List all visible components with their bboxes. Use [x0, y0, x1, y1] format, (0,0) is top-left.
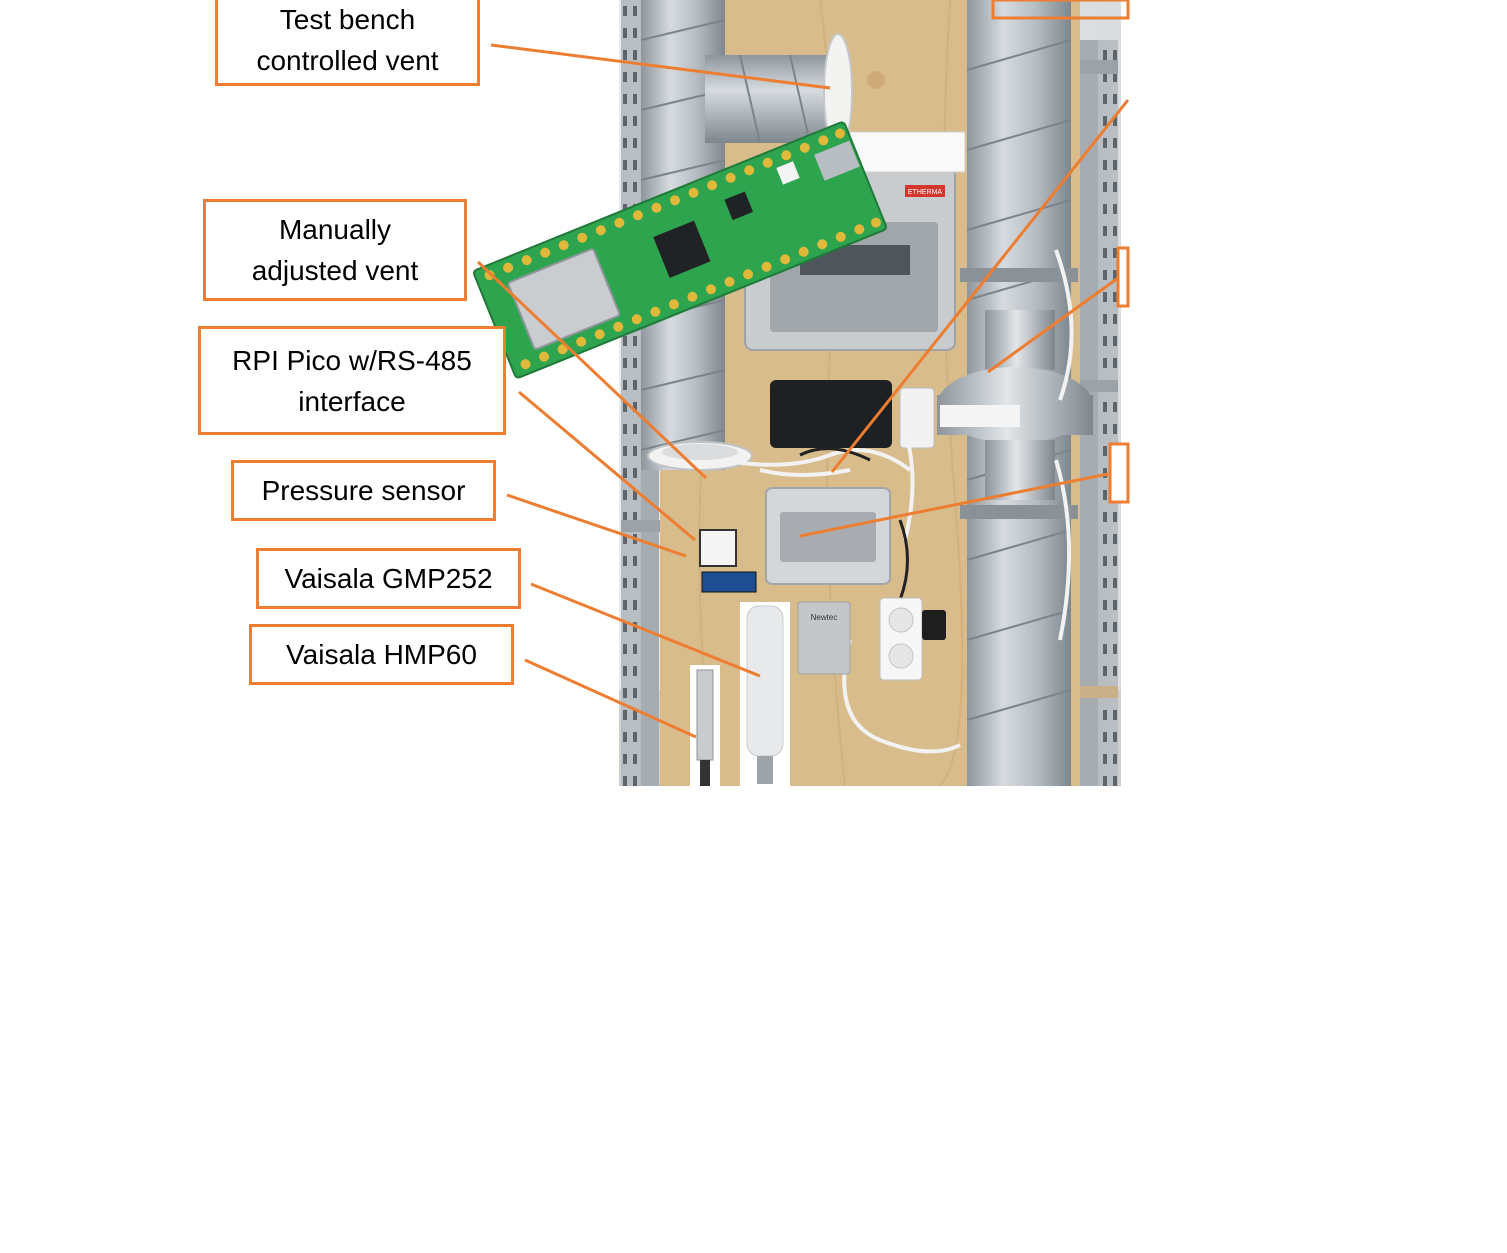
callout-line-right-lower — [799, 472, 1109, 538]
callout-line-right-upper — [987, 276, 1119, 374]
duct-clamp — [960, 505, 1078, 519]
label-line: Pressure sensor — [261, 475, 466, 506]
rack-crossbar — [1068, 60, 1118, 74]
label-line: Vaisala GMP252 — [284, 563, 493, 594]
socket-outlet — [888, 607, 914, 633]
newtec-brand: Newtec — [811, 613, 838, 622]
branch-duct-seams — [739, 54, 811, 144]
socket-outlet — [888, 643, 914, 669]
control-enclosure-brand: ETHERMA — [908, 189, 943, 196]
callout-line-manual-vent — [476, 260, 708, 480]
callout-frame-right-lower — [1108, 442, 1130, 504]
rack-upright-right — [1098, 40, 1118, 786]
lcd-display — [701, 571, 757, 593]
callout-line-test-bench-vent — [490, 43, 831, 90]
inline-fan-collar-top — [985, 310, 1055, 370]
pico-pads-bottom — [520, 217, 882, 370]
hmp60-probe — [696, 669, 714, 761]
label-test-bench-controlled-vent: Test bench controlled vent — [215, 0, 480, 86]
callout-line-right-top — [830, 99, 1130, 473]
label-vaisala-hmp60: Vaisala HMP60 — [249, 624, 514, 685]
callout-line-gmp252 — [530, 582, 761, 678]
label-rpi-pico: RPI Pico w/RS-485 interface — [198, 326, 506, 435]
label-line: interface — [298, 385, 406, 417]
gmp252-connector — [757, 756, 773, 784]
right-duct-top-frame — [991, 0, 1130, 20]
cable-bundle — [734, 249, 1074, 754]
rpi-pico-board — [473, 121, 887, 379]
gmp252-probe — [746, 605, 784, 757]
inline-fan-collar-bottom — [985, 440, 1055, 500]
label-line: RPI Pico w/RS-485 — [232, 344, 472, 376]
label-vaisala-gmp252: Vaisala GMP252 — [256, 548, 521, 609]
rack-upright-left — [621, 0, 641, 786]
paper-tag — [849, 131, 966, 173]
rack-crossbar — [1068, 686, 1118, 698]
pico-pads-top — [484, 128, 846, 281]
label-manually-adjusted-vent: Manually adjusted vent — [203, 199, 467, 301]
callout-line-pressure-sensor — [506, 493, 687, 558]
callout-line-rpi-pico — [518, 390, 696, 542]
label-line: Test bench — [279, 4, 416, 35]
test-bench-photo: ETHERMA Newtec — [473, 0, 1130, 787]
label-line: Manually — [278, 214, 392, 245]
branch-duct — [705, 55, 835, 143]
duct-clamp — [960, 268, 1078, 282]
callout-frame-right-upper — [1116, 246, 1130, 308]
callout-lines — [476, 43, 1130, 739]
pressure-sensor-module — [699, 529, 737, 567]
newtec-sensor — [797, 601, 851, 675]
plug-adapter — [899, 387, 935, 449]
power-supply-unit — [770, 380, 892, 448]
callout-line-hmp60 — [524, 658, 697, 739]
hmp60-cable — [700, 760, 710, 786]
label-line: controlled vent — [256, 45, 439, 76]
label-pressure-sensor: Pressure sensor — [231, 460, 496, 521]
inline-fan-label — [940, 405, 1020, 427]
board-knot — [867, 71, 885, 89]
label-line: adjusted vent — [251, 255, 419, 286]
label-line: Vaisala HMP60 — [286, 639, 477, 670]
socket-charger — [922, 610, 946, 640]
cable-black — [799, 447, 909, 601]
lower-enclosure-window — [780, 512, 876, 562]
control-enclosure-badge — [905, 185, 945, 197]
